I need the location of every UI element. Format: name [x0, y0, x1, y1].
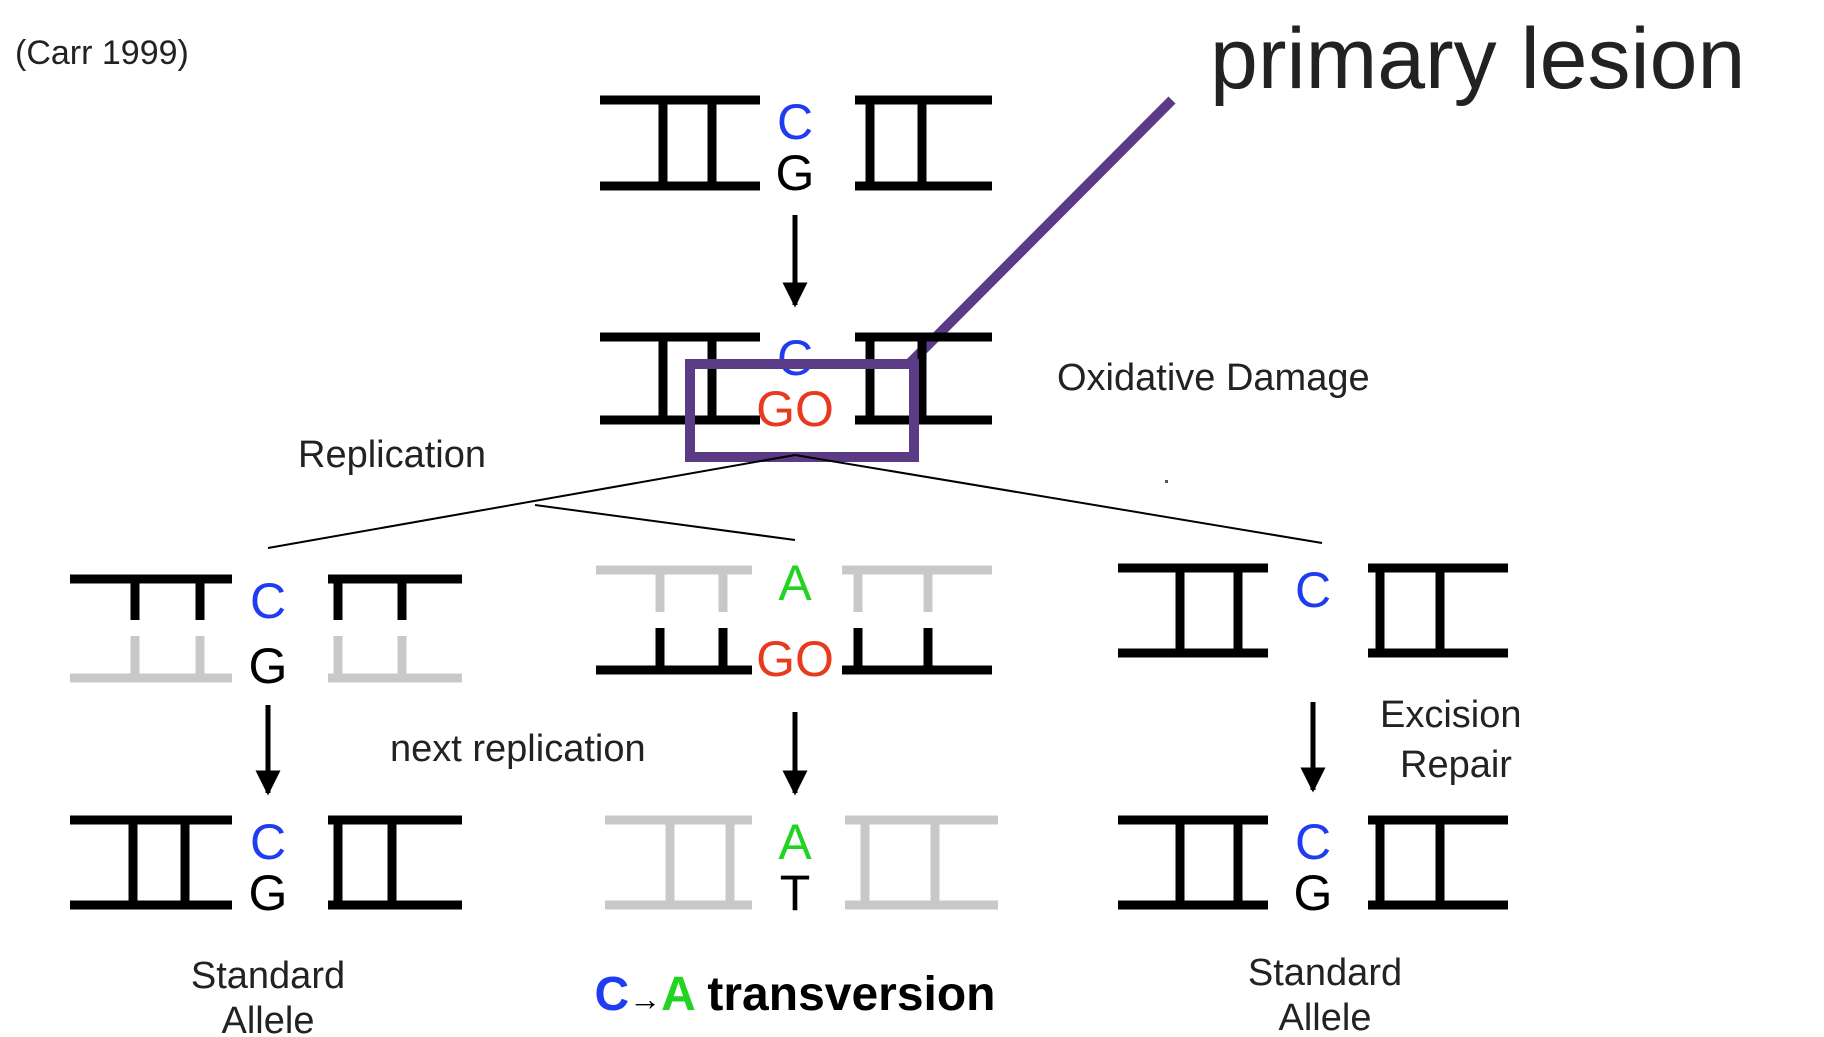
primary-lesion-callout: primary lesion: [1210, 11, 1745, 107]
standard-label-right: Standard: [1248, 952, 1402, 994]
base-c: C: [777, 94, 813, 150]
base-g: G: [249, 638, 288, 694]
transversion-caption: C→A transversion: [594, 968, 995, 1021]
repair-label: Repair: [1400, 744, 1512, 786]
base-g: G: [1294, 865, 1333, 921]
base-c: C: [250, 573, 286, 629]
allele-label-right: Allele: [1279, 997, 1372, 1037]
base-a: A: [778, 555, 812, 611]
base-go-lesion: GO: [756, 631, 834, 687]
transversion-from-c: C: [594, 968, 629, 1021]
base-c: C: [777, 330, 813, 386]
base-g: G: [249, 865, 288, 921]
daughter-left: C G: [70, 573, 462, 694]
daughter-middle: A GO: [596, 555, 992, 687]
transversion-word: transversion: [694, 968, 995, 1021]
allele-label-left: Allele: [222, 1000, 315, 1037]
daughter-right: C: [1118, 562, 1508, 658]
transversion-arrow: →: [629, 981, 661, 1017]
duplex-original: C G: [600, 94, 992, 201]
result-middle-mutant: A T: [605, 814, 998, 921]
standard-label-left: Standard: [191, 955, 345, 997]
citation: (Carr 1999): [15, 34, 189, 72]
stray-dot: [1165, 480, 1168, 483]
transversion-to-a: A: [661, 968, 695, 1021]
base-a: A: [778, 814, 812, 870]
base-go-lesion: GO: [756, 381, 834, 437]
result-right-standard: C G: [1118, 814, 1508, 921]
next-replication-label: next replication: [390, 728, 646, 770]
result-left-standard: C G: [70, 814, 462, 921]
base-c: C: [1295, 814, 1331, 870]
replication-label: Replication: [298, 434, 486, 476]
base-g: G: [776, 145, 815, 201]
oxidative-damage-label: Oxidative Damage: [1057, 357, 1370, 399]
base-t: T: [780, 865, 811, 921]
base-c: C: [250, 814, 286, 870]
base-c: C: [1295, 562, 1331, 618]
replication-branches: [267, 454, 1323, 549]
excision-label: Excision: [1380, 694, 1522, 736]
duplex-damaged: C GO: [600, 330, 992, 437]
callout-pointer-line: [904, 96, 1176, 369]
